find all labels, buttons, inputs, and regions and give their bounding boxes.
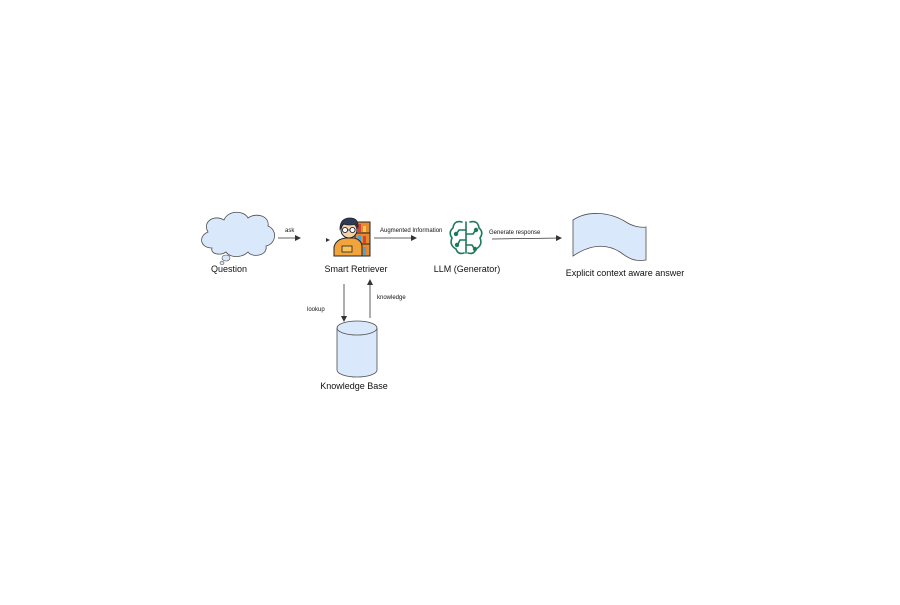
knowledge-edge-label: knowledge (377, 295, 406, 301)
answer-label: Explicit context aware answer (565, 268, 685, 278)
generate-edge-label: Generate response (489, 230, 541, 236)
lookup-edge-label: lookup (307, 307, 325, 313)
person-at-bookshelf-icon (333, 217, 371, 257)
generate-arrow (491, 235, 562, 242)
llm-generator-label: LLM (Generator) (433, 264, 501, 274)
knowledge-base-cylinder-shape (336, 320, 378, 378)
augmented-edge-label: Augmented Information (380, 228, 443, 234)
question-cloud-shape (201, 211, 275, 265)
question-label: Question (210, 264, 248, 274)
knowledge-base-label: Knowledge Base (320, 381, 388, 391)
smart-retriever-label: Smart Retriever (324, 264, 388, 274)
answer-document-shape (572, 213, 647, 261)
ask-edge-label: ask (285, 228, 295, 234)
brain-circuit-icon (449, 220, 483, 255)
retriever-input-marker (326, 238, 330, 242)
